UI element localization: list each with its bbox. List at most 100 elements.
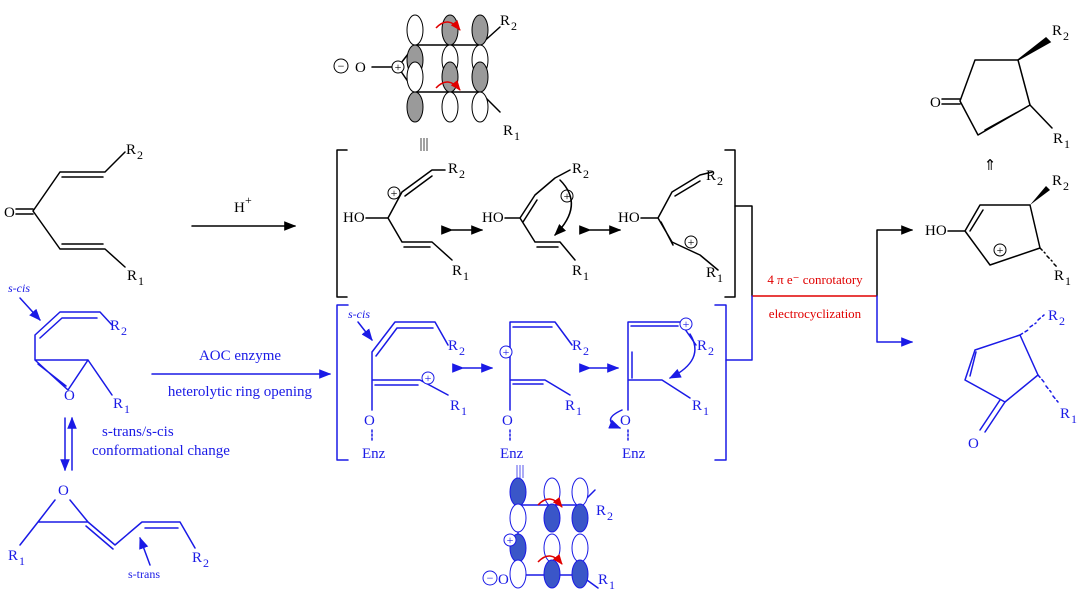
aoc-enzyme-label: AOC enzyme	[199, 348, 281, 364]
svg-text:R: R	[1048, 308, 1058, 324]
equivalence-symbol: |||	[419, 136, 428, 152]
r1-label: R	[503, 123, 513, 139]
svg-text:1: 1	[461, 404, 467, 418]
svg-text:1: 1	[463, 269, 469, 283]
s-trans-s-cis-label: s-trans/s-cis	[102, 424, 174, 440]
cyclic-enol-cation: HO + R 2 R 1	[925, 173, 1071, 288]
carbonyl-oxygen: O	[930, 95, 941, 111]
svg-text:+: +	[997, 243, 1004, 257]
r2-label: R	[500, 13, 510, 29]
svg-text:R: R	[450, 398, 460, 414]
enzymatic-path-connector	[725, 295, 753, 361]
svg-text:R: R	[565, 398, 575, 414]
chemical-path-connector	[734, 205, 753, 297]
svg-text:1: 1	[1064, 137, 1070, 151]
svg-text:2: 2	[1063, 29, 1069, 43]
allene-oxide-s-cis: s-cis O R 2 R 1	[8, 281, 130, 416]
enzyme-resonance-structure-2: + O Enz R 2 R 1	[499, 321, 589, 462]
svg-text:2: 2	[717, 174, 723, 188]
svg-text:1: 1	[138, 274, 144, 288]
svg-text:2: 2	[583, 344, 589, 358]
rotation-arrow	[537, 496, 563, 508]
equivalence-symbol: |||	[515, 463, 524, 479]
enzyme-resonance-structure-1: s-cis + O Enz R 2 R 1	[348, 307, 467, 462]
heterolytic-ring-opening-label: heterolytic ring opening	[168, 384, 313, 400]
protonation-arrow: H +	[191, 193, 297, 231]
hydroxyl-label: HO	[618, 210, 640, 226]
svg-text:O: O	[364, 413, 375, 429]
svg-text:R: R	[8, 548, 18, 564]
svg-text:+: +	[564, 189, 571, 203]
svg-text:O: O	[502, 413, 513, 429]
svg-text:R: R	[1052, 173, 1062, 189]
svg-text:R: R	[452, 263, 462, 279]
epoxide-oxygen: O	[58, 483, 69, 499]
svg-text:2: 2	[137, 148, 143, 162]
resonance-structure-3: HO + R 2 R 1	[618, 168, 723, 285]
svg-text:1: 1	[1071, 412, 1077, 426]
svg-text:1: 1	[576, 404, 582, 418]
resonance-structure-2: HO + R 2 R 1	[482, 161, 589, 283]
rotation-arrow	[435, 79, 461, 91]
conrotatory-label: 4 π e⁻ conrotatory	[767, 272, 863, 287]
aoc-enzyme-arrow: AOC enzyme heterolytic ring opening	[151, 348, 332, 400]
hydroxyl-label: HO	[482, 210, 504, 226]
s-trans-label: s-trans	[128, 567, 160, 581]
svg-text:1: 1	[514, 129, 520, 143]
plus-sign: +	[395, 60, 402, 74]
svg-text:R: R	[448, 161, 458, 177]
electrocyclization-label: electrocyclization	[769, 306, 862, 321]
orbital-minus-charge: −	[333, 58, 349, 74]
svg-text:R: R	[1060, 406, 1070, 422]
enzymatic-resonance-bracket: s-cis + O Enz R 2 R 1 + O Enz R 2 R 1 + …	[336, 304, 727, 462]
r1-label: R	[127, 268, 137, 284]
orbital-lobes-lower	[406, 61, 489, 123]
svg-text:1: 1	[1065, 274, 1071, 288]
svg-text:R: R	[572, 161, 582, 177]
svg-text:+: +	[425, 371, 432, 385]
dienone-substrate: O R 2 R 1	[4, 142, 144, 288]
svg-text:1: 1	[124, 402, 130, 416]
svg-text:1: 1	[703, 404, 709, 418]
svg-text:R: R	[1052, 23, 1062, 39]
rotation-arrow	[435, 19, 461, 31]
svg-text:2: 2	[121, 324, 127, 338]
svg-text:R: R	[572, 263, 582, 279]
svg-text:R: R	[192, 550, 202, 566]
cyclopentenone-product: O R 2 R 1	[930, 23, 1070, 151]
svg-text:R: R	[113, 396, 123, 412]
svg-text:R: R	[598, 572, 608, 588]
svg-text:+: +	[391, 186, 398, 200]
svg-text:+: +	[503, 345, 510, 359]
resonance-structure-1: HO + R 2 R 1	[343, 161, 469, 283]
svg-text:R: R	[692, 398, 702, 414]
svg-text:O: O	[620, 413, 631, 429]
enzyme-label: Enz	[500, 446, 524, 462]
svg-text:+: +	[683, 317, 690, 331]
bottom-orbital-diagram: + − O R 2 R 1	[482, 477, 615, 591]
s-cis-label: s-cis	[8, 281, 30, 295]
top-resonance-bracket: HO + R 2 R 1 HO + R 2 R 1 HO + R 2 R 1	[336, 149, 736, 298]
enzyme-label: Enz	[622, 446, 646, 462]
svg-text:s-cis: s-cis	[348, 307, 370, 321]
oxygen-label: O	[355, 60, 366, 76]
carbonyl-oxygen: O	[4, 205, 15, 221]
hydroxyl-label: HO	[343, 210, 365, 226]
svg-text:+: +	[507, 533, 514, 547]
svg-text:R: R	[706, 168, 716, 184]
svg-text:R: R	[1053, 131, 1063, 147]
svg-text:1: 1	[717, 271, 723, 285]
epoxide-oxygen: O	[64, 388, 75, 404]
svg-text:R: R	[596, 503, 606, 519]
orbital-lobes-upper	[509, 477, 589, 533]
cis-cyclopentenone-product: O R 2 R 1	[964, 308, 1077, 452]
conformational-equilibrium: s-trans/s-cis conformational change	[60, 416, 230, 472]
top-orbital-diagram: − O + R 2 R 1 |||	[333, 13, 520, 152]
svg-text:2: 2	[1063, 179, 1069, 193]
electrocyclization-step: 4 π e⁻ conrotatory electrocyclization	[752, 225, 914, 347]
proton-label: H	[234, 200, 245, 216]
svg-text:R: R	[697, 338, 707, 354]
svg-text:R: R	[572, 338, 582, 354]
svg-text:2: 2	[511, 19, 517, 33]
